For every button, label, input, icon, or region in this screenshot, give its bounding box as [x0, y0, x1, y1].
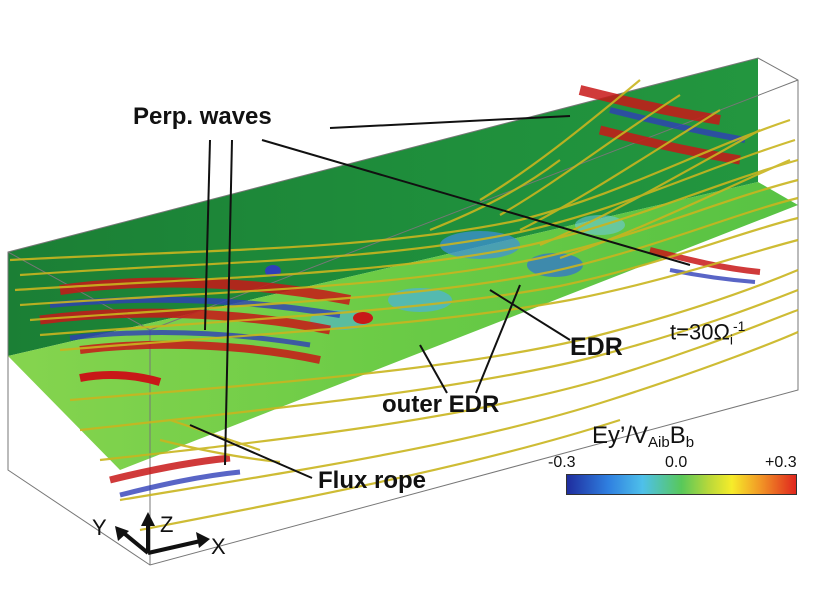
axis-triad — [115, 512, 210, 555]
colorbar-title: Ey’/VAibBb — [592, 422, 695, 451]
horizontal-plane — [8, 182, 798, 470]
leader-outer-1 — [419, 344, 448, 394]
leader-perp-2 — [224, 139, 233, 466]
time-label: t=30Ωi-1 — [670, 318, 746, 348]
field-lines — [9, 79, 799, 532]
leader-perp-4 — [329, 115, 571, 129]
colorbar-max-label: +0.3 — [765, 454, 797, 471]
perp-waves-label: Perp. waves — [133, 103, 272, 130]
z-axis-label: Z — [160, 512, 174, 537]
colorbar-min-label: -0.3 — [548, 454, 576, 471]
leader-lines — [189, 115, 691, 479]
outer-edr-label: outer EDR — [382, 391, 500, 418]
leader-perp-3 — [261, 139, 691, 266]
leader-perp-1 — [204, 139, 211, 331]
leader-outer-2 — [475, 284, 521, 394]
edr-label: EDR — [570, 333, 623, 361]
colorbar — [566, 474, 797, 495]
flux-rope-label: Flux rope — [318, 467, 427, 494]
x-axis-label: X — [211, 534, 226, 559]
y-axis-label: Y — [92, 515, 107, 540]
colorbar-mid-label: 0.0 — [665, 454, 688, 471]
leader-flux — [189, 424, 313, 479]
leader-edr-1 — [489, 289, 571, 341]
